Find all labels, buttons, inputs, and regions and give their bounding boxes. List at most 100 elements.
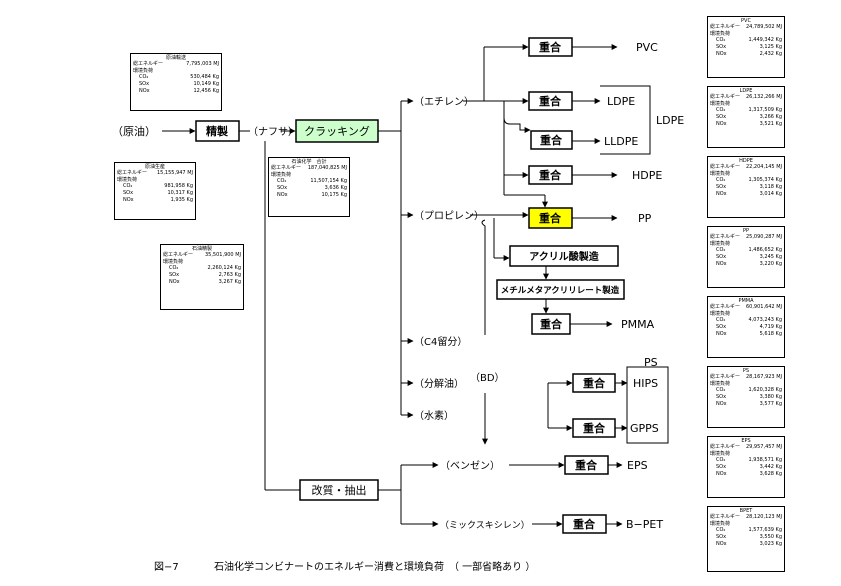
table-value: 11,507,154 Kg bbox=[310, 178, 347, 185]
table-title: PS bbox=[742, 368, 750, 374]
table-title: HDPE bbox=[739, 158, 753, 164]
table-key: 総エネルギー bbox=[710, 24, 741, 31]
table-value: 3,014 Kg bbox=[759, 190, 782, 197]
benzene-label: （ベンゼン） bbox=[440, 460, 500, 472]
table-value: 1,486,652 Kg bbox=[748, 247, 783, 254]
table-row: 環境負荷 bbox=[710, 311, 782, 318]
table-row: 環境負荷 bbox=[710, 241, 782, 248]
table-value: 3,220 Kg bbox=[759, 260, 782, 267]
table-value: 530,484 Kg bbox=[190, 74, 219, 81]
polymerize-label-pmma: 重合 bbox=[540, 317, 563, 331]
table-value: 15,155,947 MJ bbox=[156, 170, 193, 177]
connector-lines bbox=[162, 44, 628, 527]
product-ldpe-out: LDPE bbox=[656, 114, 684, 127]
table-value: 1,935 Kg bbox=[170, 196, 193, 203]
mixed-xylene-label: （ミックスキシレン） bbox=[440, 520, 530, 531]
refine-box bbox=[195, 120, 240, 142]
crude-label: （原油） bbox=[112, 124, 156, 138]
table-value: 2,260,124 Kg bbox=[207, 265, 242, 272]
table-value: 3,118 Kg bbox=[759, 184, 782, 191]
polymerize-label-pp: 重合 bbox=[539, 211, 562, 225]
table-value: 26,132,266 MJ bbox=[745, 94, 782, 101]
table-row: 環境負荷 bbox=[710, 381, 782, 388]
table-key: NOx bbox=[716, 260, 727, 267]
table-row: NOx 3,220 Kg bbox=[710, 261, 782, 268]
table-title: 原油輸送 bbox=[165, 55, 186, 61]
table-key: SOx bbox=[716, 534, 727, 541]
table-key: 環境負荷 bbox=[163, 258, 184, 265]
table-row: SOx 3,550 Kg bbox=[710, 534, 782, 541]
table-row: 環境負荷 bbox=[271, 172, 347, 179]
table-key: SOx bbox=[716, 324, 727, 331]
table-key: SOx bbox=[123, 190, 134, 197]
table-key: SOx bbox=[716, 394, 727, 401]
reform-label: 改質・抽出 bbox=[312, 483, 367, 497]
table-value: 3,023 Kg bbox=[759, 540, 782, 547]
table-key: NOx bbox=[123, 196, 134, 203]
product-pp: PP bbox=[638, 212, 652, 225]
table-key: NOx bbox=[716, 540, 727, 547]
table-value: 3,245 Kg bbox=[759, 254, 782, 261]
table-value: 2,763 Kg bbox=[218, 272, 241, 279]
table-key: 環境負荷 bbox=[710, 380, 731, 387]
reform-box bbox=[299, 479, 379, 501]
table-key: CO₂ bbox=[716, 317, 726, 324]
table-value: 3,266 Kg bbox=[759, 114, 782, 121]
table-value: 24,789,502 MJ bbox=[745, 24, 782, 31]
table-key: 環境負荷 bbox=[710, 520, 731, 527]
process-boxes bbox=[195, 37, 625, 534]
table-value: 28,120,123 MJ bbox=[745, 514, 782, 521]
table-value: 3,521 Kg bbox=[759, 120, 782, 127]
polymer-box-gpps bbox=[572, 418, 616, 438]
polymerize-label-pvc: 重合 bbox=[539, 40, 562, 54]
polymerize-label-gpps: 重合 bbox=[583, 421, 606, 435]
table-value: 25,090,287 MJ bbox=[745, 234, 782, 241]
table-value: 187,040,825 MJ bbox=[307, 165, 347, 172]
polymerize-label-bpet: 重合 bbox=[573, 517, 596, 531]
table-value: 22,204,145 MJ bbox=[745, 164, 782, 171]
table-key: CO₂ bbox=[169, 265, 179, 272]
table-key: NOx bbox=[169, 278, 180, 285]
table-title: BPET bbox=[739, 508, 753, 514]
table-row: 環境負荷 bbox=[710, 101, 782, 108]
table-key: CO₂ bbox=[716, 387, 726, 394]
polymer-box-pvc bbox=[528, 37, 573, 57]
polymerize-label-eps: 重合 bbox=[575, 458, 598, 472]
table-value: 3,550 Kg bbox=[759, 534, 782, 541]
hydrogen-label: （水素） bbox=[414, 409, 454, 422]
table-key: CO₂ bbox=[716, 37, 726, 44]
table-row: CO₂ 2,260,124 Kg bbox=[163, 265, 241, 272]
table-row: 環境負荷 bbox=[133, 68, 219, 75]
table-title: LDPE bbox=[739, 88, 753, 94]
table-key: 総エネルギー bbox=[163, 252, 194, 259]
table-key: CO₂ bbox=[716, 247, 726, 254]
polymer-box-lldpe bbox=[530, 130, 573, 150]
table-value: 7,795,003 MJ bbox=[186, 61, 219, 68]
product-ps: PS bbox=[644, 356, 658, 369]
table-value: 3,380 Kg bbox=[759, 394, 782, 401]
table-key: 環境負荷 bbox=[133, 67, 154, 74]
figure-caption: 石油化学コンビナートのエネルギー消費と環境負荷 （ 一部省略あり ） bbox=[214, 560, 535, 573]
table-row: 環境負荷 bbox=[710, 521, 782, 528]
table-value: 5,618 Kg bbox=[759, 330, 782, 337]
table-key: 環境負荷 bbox=[117, 176, 138, 183]
table-row: 環境負荷 bbox=[710, 451, 782, 458]
